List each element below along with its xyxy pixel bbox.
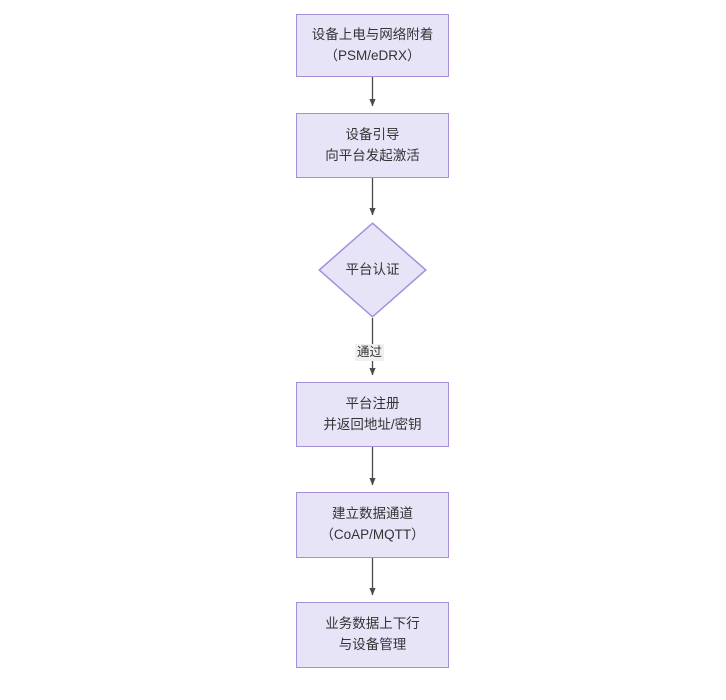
node-bootstrap-line2: 向平台发起激活 — [325, 147, 420, 163]
node-platform-register-line1: 平台注册 — [345, 395, 400, 411]
node-platform-register[interactable]: 平台注册 并返回地址/密钥 — [296, 382, 449, 447]
node-bootstrap-line1: 设备引导 — [345, 126, 400, 142]
node-power-on[interactable]: 设备上电与网络附着 （PSM/eDRX） — [296, 14, 449, 77]
node-platform-auth-label: 平台认证 — [345, 261, 400, 277]
node-data-channel-line1: 建立数据通道 — [332, 506, 413, 522]
node-platform-register-line2: 并返回地址/密钥 — [323, 416, 422, 432]
node-business-data-line1: 业务数据上下行 — [325, 616, 420, 632]
node-data-channel[interactable]: 建立数据通道 （CoAP/MQTT） — [296, 492, 449, 558]
edge-label-pass: 通过 — [355, 344, 385, 361]
node-power-on-line2: （PSM/eDRX） — [324, 47, 421, 63]
node-power-on-line1: 设备上电与网络附着 — [311, 26, 434, 42]
node-platform-auth[interactable]: 平台认证 — [318, 222, 427, 318]
node-business-data[interactable]: 业务数据上下行 与设备管理 — [296, 602, 449, 668]
diamond-shape — [318, 222, 427, 318]
node-bootstrap[interactable]: 设备引导 向平台发起激活 — [296, 113, 449, 178]
node-business-data-line2: 与设备管理 — [338, 637, 407, 652]
node-data-channel-line2: （CoAP/MQTT） — [320, 527, 425, 542]
